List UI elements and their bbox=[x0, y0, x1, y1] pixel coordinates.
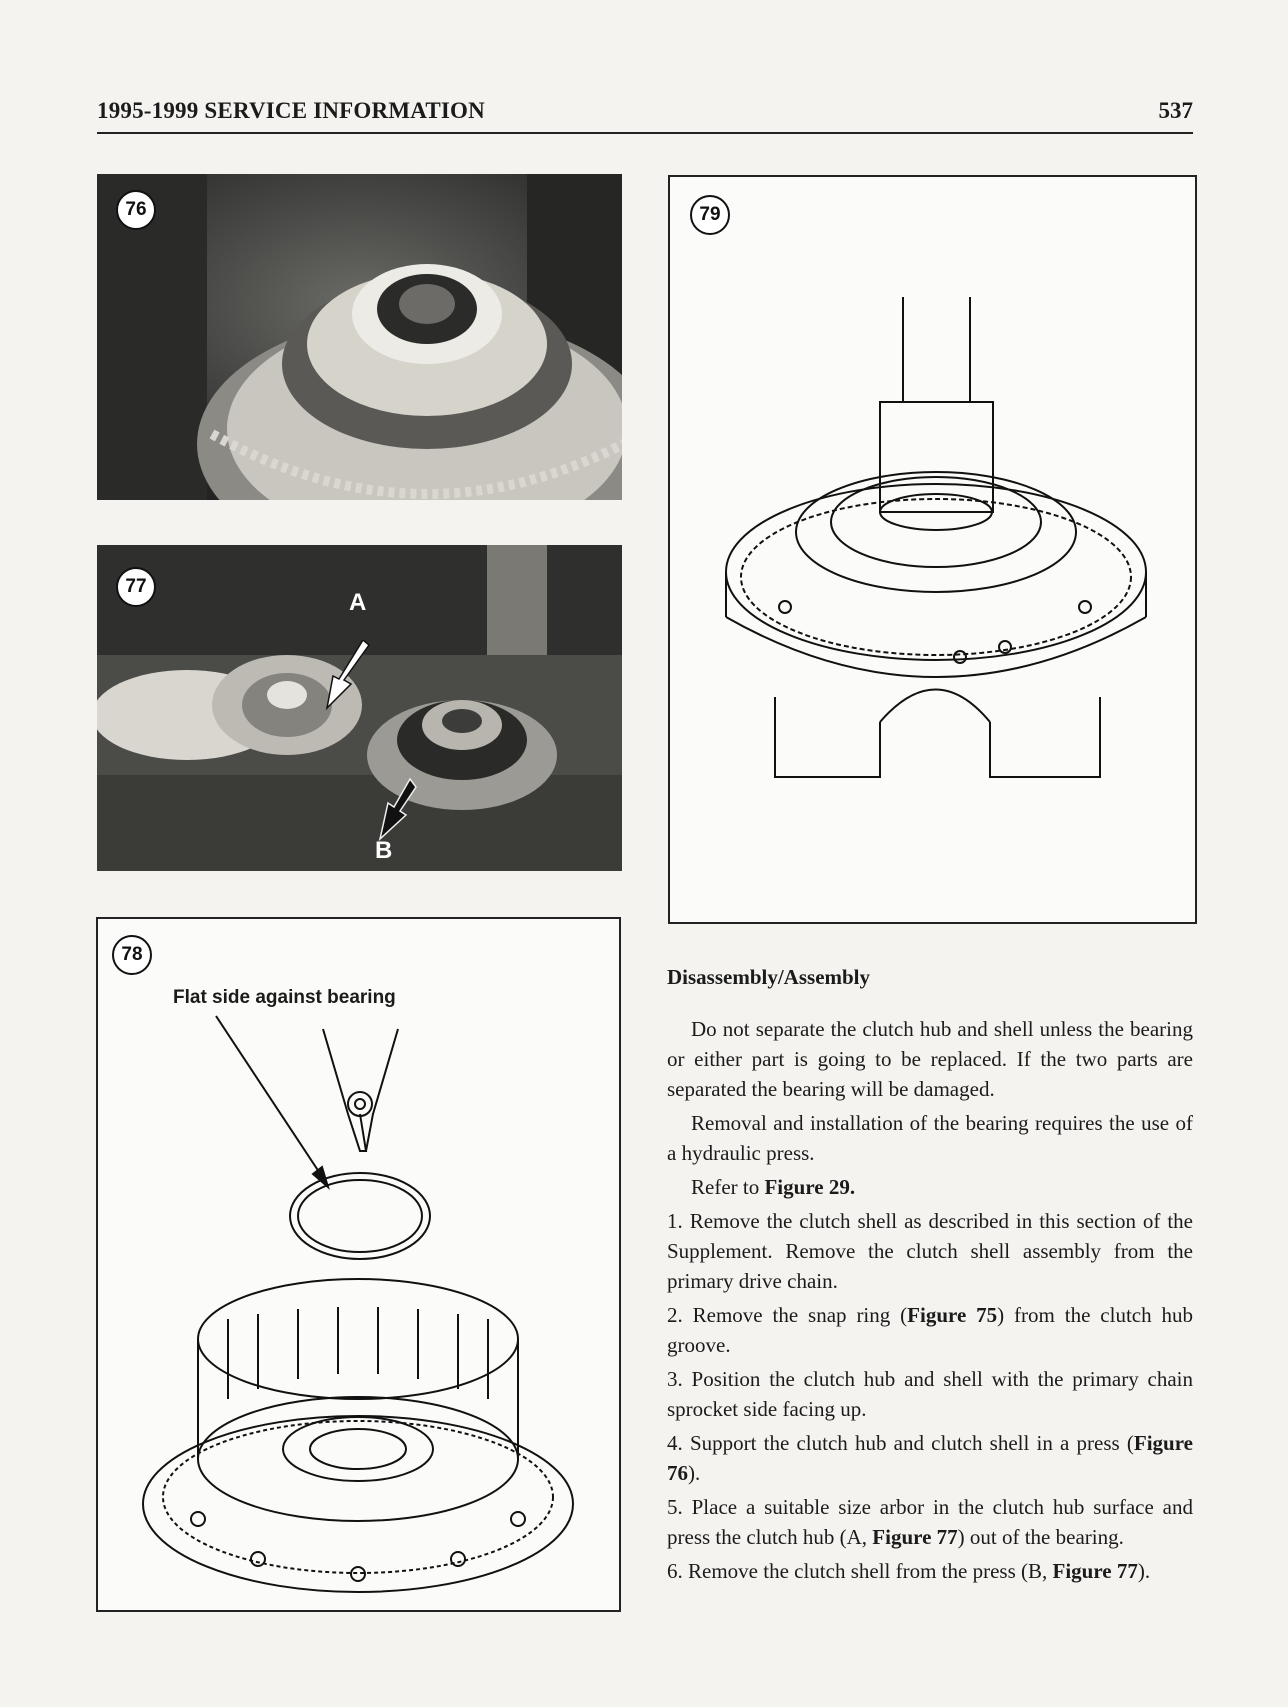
figure-76-image bbox=[97, 174, 622, 500]
figure-77-label-a: A bbox=[349, 589, 367, 616]
section-heading: Disassembly/Assembly bbox=[667, 965, 871, 989]
figure-79-badge: 79 bbox=[690, 195, 730, 235]
figure-76-badge: 76 bbox=[116, 190, 156, 230]
arrow-a-icon bbox=[325, 640, 371, 711]
page-header: 1995-1999 SERVICE INFORMATION 537 bbox=[97, 96, 1193, 134]
page-number: 537 bbox=[1158, 98, 1194, 123]
figure-77-photo: 77 A B bbox=[97, 545, 622, 871]
figure-76-photo: 76 bbox=[97, 174, 622, 500]
step-3: 3. Position the clutch hub and shell wit… bbox=[667, 1364, 1193, 1424]
figure-78-badge: 78 bbox=[112, 935, 152, 975]
running-title: 1995-1999 SERVICE INFORMATION bbox=[97, 98, 485, 123]
figure-77-badge: 77 bbox=[116, 567, 156, 607]
paragraph-1: Do not separate the clutch hub and shell… bbox=[667, 1017, 1193, 1101]
step-5-figure-ref: Figure 77 bbox=[872, 1525, 958, 1549]
clutch-hub-drawing bbox=[142, 1015, 574, 1593]
step-4-text: 4. Support the clutch hub and clutch she… bbox=[667, 1431, 1134, 1455]
step-3-text: 3. Position the clutch hub and shell wit… bbox=[667, 1367, 1193, 1421]
step-2-text-end: ) from the clutch hub groove. bbox=[667, 1303, 1193, 1357]
refer-figure: Figure 29. bbox=[764, 1175, 856, 1199]
figure-77-image bbox=[97, 545, 622, 871]
step-1: 1. Remove the clutch shell as described … bbox=[667, 1206, 1193, 1296]
press-arbor-drawing bbox=[725, 297, 1147, 778]
step-6-text-end: ). bbox=[1137, 1559, 1151, 1583]
figure-78-frame: 78 Flat side against bearing bbox=[96, 917, 621, 1612]
step-2-text: 2. Remove the snap ring ( bbox=[667, 1303, 908, 1327]
step-5-text: 5. Place a suitable size arbor in the cl… bbox=[667, 1495, 1193, 1549]
figure-77-label-b: B bbox=[375, 837, 393, 864]
body-text: Disassembly/Assembly Do not separate the… bbox=[667, 962, 1193, 1590]
step-6-figure-ref: Figure 77 bbox=[1052, 1559, 1138, 1583]
step-1-text: 1. Remove the clutch shell as described … bbox=[667, 1209, 1193, 1293]
step-5-text-end: ) out of the bearing. bbox=[957, 1525, 1124, 1549]
figure-78-callout: Flat side against bearing bbox=[173, 987, 396, 1008]
step-5: 5. Place a suitable size arbor in the cl… bbox=[667, 1492, 1193, 1552]
paragraph-2: Removal and installation of the bearing … bbox=[667, 1111, 1193, 1165]
refer-line: Refer to Figure 29. bbox=[667, 1172, 1193, 1202]
refer-prefix: Refer to bbox=[691, 1175, 765, 1199]
step-2-figure-ref: Figure 75 bbox=[907, 1303, 998, 1327]
step-2: 2. Remove the snap ring (Figure 75) from… bbox=[667, 1300, 1193, 1360]
step-4-figure-ref: Figure 76 bbox=[667, 1431, 1193, 1485]
step-4: 4. Support the clutch hub and clutch she… bbox=[667, 1428, 1193, 1488]
step-4-text-end: ). bbox=[688, 1461, 701, 1485]
arrow-b-icon bbox=[378, 777, 417, 842]
step-6-text: 6. Remove the clutch shell from the pres… bbox=[667, 1559, 1053, 1583]
figure-79-frame: 79 bbox=[668, 175, 1197, 924]
step-6: 6. Remove the clutch shell from the pres… bbox=[667, 1556, 1193, 1586]
